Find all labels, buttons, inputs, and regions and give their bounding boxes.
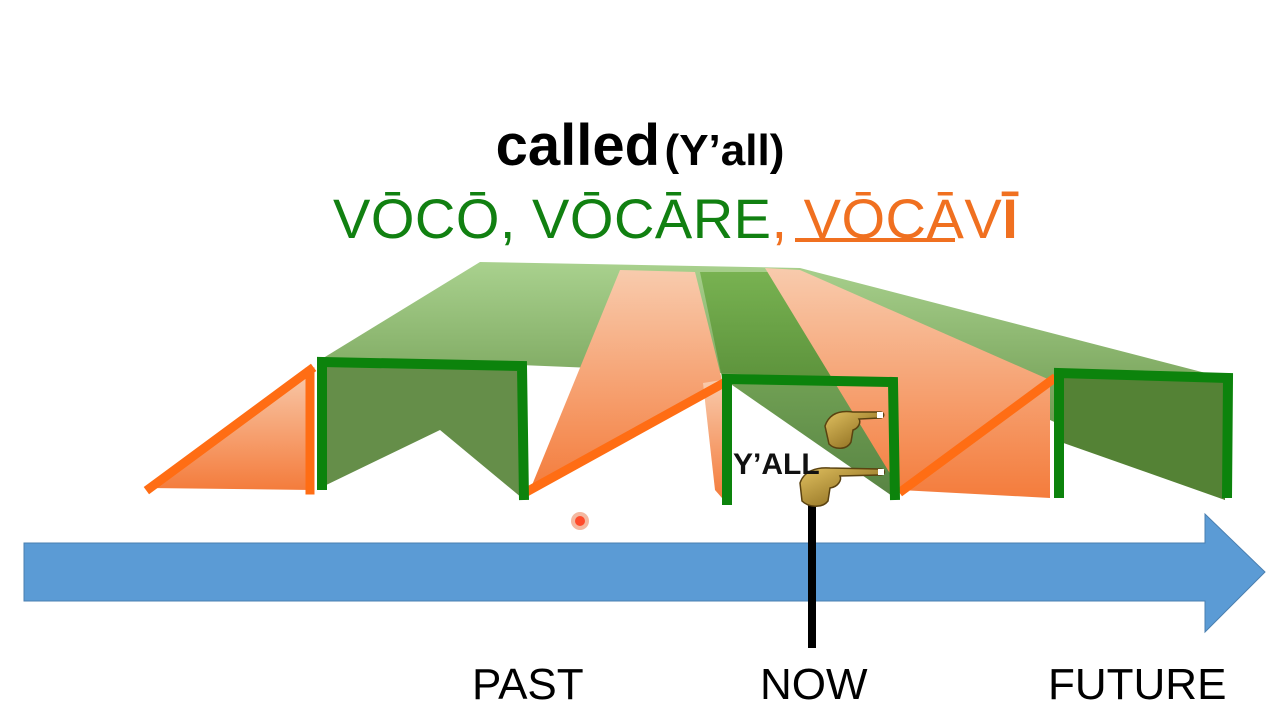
pointing-hand-icon xyxy=(824,410,885,449)
speaker-label: Y’ALL xyxy=(733,448,820,481)
principal-part-1: VŌCŌ, xyxy=(333,187,533,250)
now-label: NOW xyxy=(760,660,868,709)
principal-part-3: , VŌCĀV xyxy=(771,187,1003,250)
timeline-arrow xyxy=(23,512,1266,634)
green-brackets xyxy=(317,356,1234,505)
orange-strokes xyxy=(143,363,1059,497)
principal-part-2: VŌCĀRE xyxy=(532,187,772,250)
principal-parts: VŌCŌ, VŌCĀRE, VŌCĀVĪ xyxy=(333,186,1018,251)
pointing-hand-icon xyxy=(799,467,886,507)
future-label: FUTURE xyxy=(1048,660,1227,709)
page-title: called (Y’all) xyxy=(0,112,1280,179)
perfect-ending: Ī xyxy=(1002,187,1019,250)
title-word: called xyxy=(495,113,661,178)
title-subject: (Y’all) xyxy=(664,126,785,175)
past-label: PAST xyxy=(472,660,584,709)
